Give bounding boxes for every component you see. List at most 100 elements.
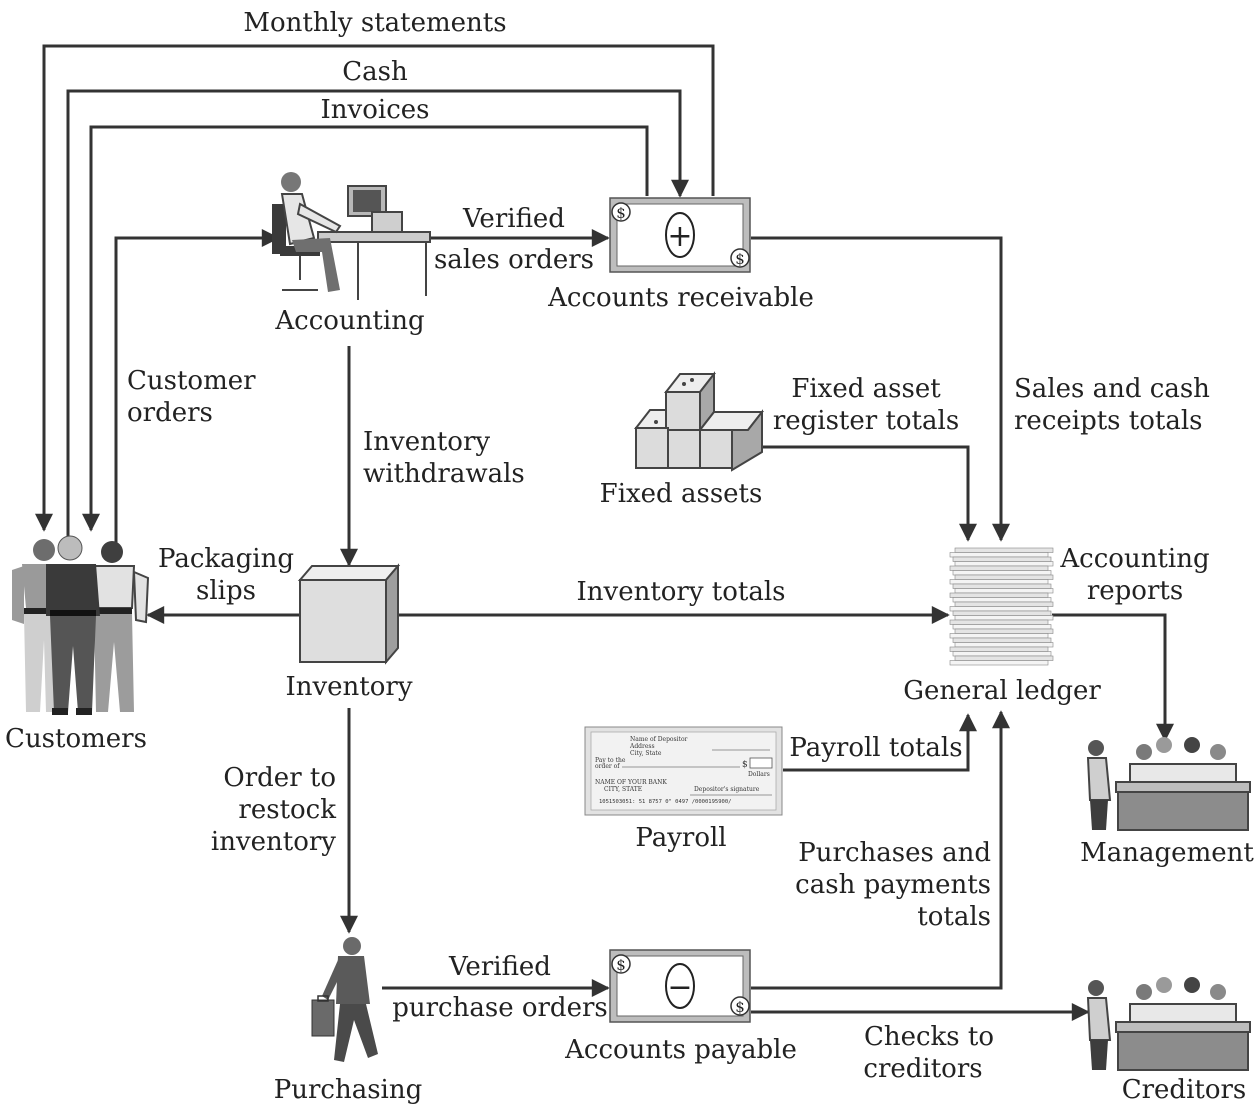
payroll-totals-label: Payroll totals xyxy=(789,733,962,763)
purchases-totals-label-3: totals xyxy=(917,902,991,932)
receivable-dollar-top: $ xyxy=(616,204,626,222)
inventory-totals-label: Inventory totals xyxy=(576,577,785,607)
management-icon xyxy=(1086,737,1251,831)
ledger-sheet xyxy=(952,570,1052,576)
creditors-label: Creditors xyxy=(1122,1075,1247,1105)
sales-cash-receipts-arrow xyxy=(751,236,1010,542)
check-micr: 1051503051: 51 8757 0" 0497 /0000195900/ xyxy=(599,799,731,805)
purchasing-label: Purchasing xyxy=(274,1075,423,1105)
accounts-payable-icon: − $ $ xyxy=(609,949,751,1023)
customers-icon xyxy=(12,535,150,715)
ledger-sheet xyxy=(949,565,1049,571)
accounting-label: Accounting xyxy=(274,306,424,336)
ledger-sheet xyxy=(954,628,1054,634)
order-restock-label-3: inventory xyxy=(211,827,336,857)
ledger-sheet xyxy=(952,583,1052,589)
inventory-icon xyxy=(297,563,401,665)
sales-cash-totals-label-1: Sales and cash xyxy=(1014,374,1210,404)
packaging-slips-label-2: slips xyxy=(196,576,256,606)
ledger-sheet xyxy=(949,619,1049,625)
flow-lines xyxy=(35,44,1174,1021)
ledger-sheet xyxy=(954,561,1054,567)
receivable-dollar-bottom: $ xyxy=(735,250,745,268)
invoices-label: Invoices xyxy=(321,95,430,125)
fixed-asset-totals-label-1: Fixed asset xyxy=(791,374,941,404)
customer-orders-label-2: orders xyxy=(127,398,213,428)
accounting-icon xyxy=(272,172,431,300)
check-signature: Depositor's signature xyxy=(694,786,760,793)
check-city-state: City, State xyxy=(630,750,662,757)
ledger-sheet xyxy=(952,597,1052,603)
order-restock-label-2: restock xyxy=(238,795,336,825)
fixed-assets-label: Fixed assets xyxy=(600,479,763,509)
checks-creditors-label-2: creditors xyxy=(863,1054,982,1084)
ledger-sheet xyxy=(954,574,1054,580)
check-pay-to-1: Pay to the xyxy=(595,757,626,764)
ledger-sheet xyxy=(954,547,1054,553)
verified-purchase-label-2: purchase orders xyxy=(392,993,608,1023)
cash-label: Cash xyxy=(342,57,408,87)
accounting-reports-label-1: Accounting xyxy=(1059,544,1209,574)
check-address: Address xyxy=(629,743,655,750)
customers-label: Customers xyxy=(5,724,147,754)
purchasing-icon xyxy=(311,937,378,1062)
payroll-label: Payroll xyxy=(635,823,726,853)
payable-dollar-bottom: $ xyxy=(735,998,745,1016)
packaging-slips-label-1: Packaging xyxy=(158,544,294,574)
ledger-sheet xyxy=(949,660,1049,666)
ledger-sheet xyxy=(949,633,1049,639)
payable-minus-sign: − xyxy=(667,970,692,1005)
ledger-sheet xyxy=(954,588,1054,594)
payable-dollar-top: $ xyxy=(616,956,626,974)
receivable-plus-sign: + xyxy=(667,219,692,254)
checks-creditors-label-1: Checks to xyxy=(864,1022,994,1052)
check-dollars: Dollars xyxy=(748,771,770,778)
fixed-asset-totals-label-2: register totals xyxy=(773,406,959,436)
customer-orders-arrow xyxy=(114,229,280,545)
ledger-sheet xyxy=(952,651,1052,657)
check-bank-city: CITY, STATE xyxy=(604,786,642,793)
check-pay-to-2: order of xyxy=(595,763,620,770)
payroll-check-icon: Name of Depositor Address City, State Pa… xyxy=(584,726,783,816)
accounts-payable-label: Accounts payable xyxy=(564,1035,797,1065)
ledger-sheet xyxy=(954,642,1054,648)
general-ledger-label: General ledger xyxy=(903,676,1101,706)
accounts-receivable-label: Accounts receivable xyxy=(547,283,814,313)
inventory-label: Inventory xyxy=(285,672,412,702)
ledger-sheet xyxy=(952,556,1052,562)
purchases-totals-label-1: Purchases and xyxy=(798,838,991,868)
inventory-withdrawals-label-2: withdrawals xyxy=(363,459,525,489)
ledger-sheet xyxy=(952,610,1052,616)
ledger-sheet xyxy=(949,646,1049,652)
inventory-withdrawals-label-1: Inventory xyxy=(363,427,490,457)
ledger-sheet xyxy=(954,655,1054,661)
sales-cash-totals-label-2: receipts totals xyxy=(1014,406,1203,436)
check-dollar-sign: $ xyxy=(742,760,748,770)
invoices-arrow xyxy=(82,125,649,532)
accounting-reports-label-2: reports xyxy=(1087,576,1183,606)
ledger-sheet xyxy=(949,592,1049,598)
accounts-receivable-icon: + $ $ xyxy=(609,197,751,273)
ledger-sheet xyxy=(954,615,1054,621)
check-bank: NAME OF YOUR BANK xyxy=(595,779,667,786)
ledger-sheet xyxy=(952,637,1052,643)
ledger-sheet xyxy=(949,579,1049,585)
ledger-sheet xyxy=(949,606,1049,612)
fixed-asset-totals-arrow xyxy=(738,445,977,542)
monthly-statements-arrow xyxy=(35,44,715,532)
ledger-sheet xyxy=(954,601,1054,607)
purchases-payments-arrow xyxy=(751,710,1010,990)
verified-sales-label-1: Verified xyxy=(462,204,565,234)
verified-sales-label-2: sales orders xyxy=(434,245,594,275)
fixed-assets-icon xyxy=(633,371,765,472)
management-label: Management xyxy=(1080,838,1254,868)
accounting-reports-arrow xyxy=(1052,613,1174,742)
purchases-totals-label-2: cash payments xyxy=(795,870,991,900)
verified-purchase-label-1: Verified xyxy=(448,952,551,982)
cash-arrow xyxy=(66,89,689,545)
customer-orders-label-1: Customer xyxy=(127,366,256,396)
creditors-icon xyxy=(1086,977,1251,1071)
node-labels: Customers Accounting Accounts receivable… xyxy=(5,283,1254,1105)
flow-labels: Monthly statements Cash Invoices Verifie… xyxy=(127,8,1210,1084)
